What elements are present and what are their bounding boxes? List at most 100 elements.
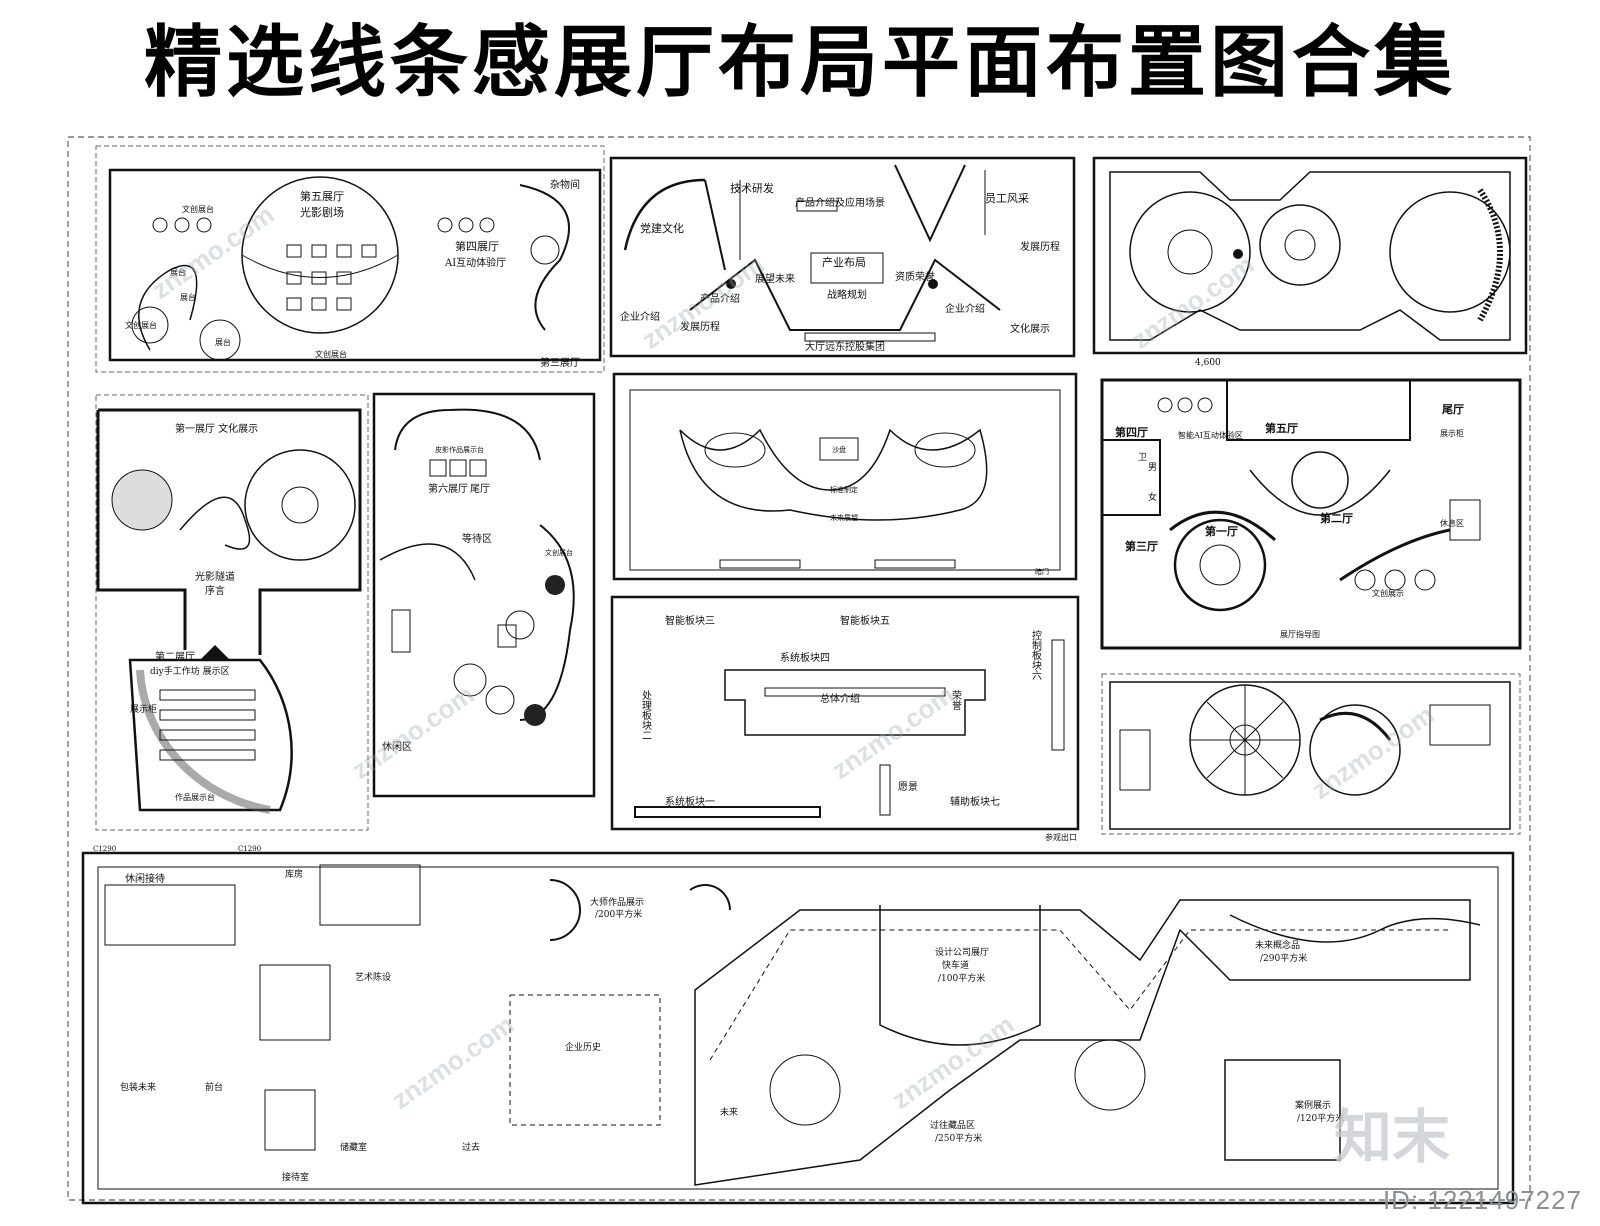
p2-label-2: 员工风采 [985, 192, 1029, 205]
p1-label-11: 文创展台 [182, 204, 214, 214]
p1-label-5: 第三展厅 [540, 356, 580, 369]
p10-label-14: 未来 [720, 1106, 738, 1118]
watermark-text: znzmo.com [636, 249, 769, 355]
p1-label-2: 第四展厅 [455, 239, 499, 253]
p2-label-0: 技术研发 [730, 181, 774, 195]
p8-label-10: 参观出口 [1045, 832, 1077, 842]
p8-label-0: 智能板块三 [665, 614, 715, 627]
p10-label-10: 过去 [462, 1141, 480, 1153]
p10-label-5: 储藏室 [340, 1141, 367, 1153]
p1-label-10: 展台 [180, 292, 196, 302]
p8-label-6: 荣誉 [950, 690, 962, 710]
p2-label-8: 发展历程 [1020, 240, 1060, 253]
plan-panel-5: 第六展厅 尾厅 等待区 休闲区 皮影作品展示台 文创展台 [372, 392, 596, 798]
p4-label-6: 作品展示台 [175, 792, 215, 802]
watermark-text: znzmo.com [886, 1009, 1019, 1115]
p7-label-12: 卫 [1138, 453, 1147, 463]
p10-label-0: 休闲接待 [125, 872, 165, 885]
p10-label-9: 企业历史 [565, 1041, 601, 1053]
p10-label-16: /250平方米 [935, 1132, 982, 1144]
p4-label-4: diy手工作坊 展示区 [150, 665, 230, 677]
brand-logo: 知末 [1333, 1103, 1450, 1171]
plan-panel-6: 沙盘 标准制定 未来展望 暗门 [612, 372, 1078, 581]
p7-label-5: 第二厅 [1320, 511, 1353, 525]
p6-label-0: 沙盘 [832, 445, 846, 454]
p5-label-2: 等待区 [462, 532, 492, 545]
p10-label-6: 接待室 [282, 1171, 309, 1183]
p5-label-5: 文创展台 [545, 548, 573, 557]
collection-boundary [67, 136, 1531, 1201]
p8-label-5: 控制板块六 [1030, 629, 1042, 680]
p4-label-2: 序言 [205, 584, 225, 597]
watermark-text: znzmo.com [386, 1009, 519, 1115]
p10-label-4: 前台 [205, 1081, 223, 1093]
p7-label-9: 文创展示 [1372, 588, 1404, 598]
p10-label-3: 包装未来 [120, 1081, 156, 1093]
p7-label-2: 尾厅 [1441, 403, 1464, 416]
p2-label-6: 展望未来 [755, 272, 795, 285]
p7-label-13: 展厅指导图 [1280, 629, 1320, 639]
p7-label-7: 第三厅 [1125, 539, 1158, 553]
p1-label-8: 文创展台 [125, 320, 157, 330]
p10-label-20: /120平方米 [1297, 1112, 1344, 1124]
p7-label-3: 智能AI互动体验区 [1178, 430, 1243, 440]
p10-label-22: C1290 [238, 845, 261, 853]
p6-label-1: 标准制定 [830, 485, 858, 494]
p10-label-21: C1290 [93, 845, 116, 853]
p7-label-10: 男 [1148, 462, 1157, 473]
p6-label-2: 未来展望 [830, 513, 858, 522]
plan-panel-7: 第五厅 第四厅 尾厅 智能AI互动体验区 展示柜 第二厅 第一厅 第三厅 休息区… [1100, 378, 1522, 650]
watermark-text: znzmo.com [346, 679, 479, 785]
p2-label-14: 大厅远东控股集团 [805, 340, 885, 353]
p1-label-4: 杂物间 [550, 178, 580, 191]
plan-panel-8: 智能板块三 智能板块五 系统板块四 总体介绍 处理板块二 控制板块六 荣誉 愿景… [610, 595, 1080, 842]
p1-label-3: AI互动体验厅 [444, 256, 506, 269]
p2-label-10: 企业介绍 [945, 302, 985, 315]
p2-label-13: 文化展示 [1010, 322, 1050, 335]
p5-label-0: 第六展厅 [428, 482, 468, 495]
p1-label-1: 光影剧场 [300, 205, 344, 219]
p1-label-9: 文创展台 [315, 349, 347, 359]
p10-label-12: 快车道 [942, 959, 969, 971]
p2-label-4: 产业布局 [822, 255, 866, 269]
p7-label-0: 第五厅 [1265, 421, 1298, 435]
p10-label-1: 库房 [285, 868, 303, 880]
p5-label-4: 皮影作品展示台 [435, 445, 484, 454]
plan-panel-4: 第一展厅 文化展示 光影隧道 序言 第二展厅 diy手工作坊 展示区 展示柜 作… [95, 394, 369, 831]
p7-label-6: 第一厅 [1205, 524, 1238, 538]
plan-panel-9 [1101, 673, 1521, 835]
plan-panel-10: 休闲接待 库房 艺术陈设 包装未来 前台 储藏室 接待室 大师作品展示 /200… [81, 845, 1515, 1205]
p1-label-7: 展台 [215, 337, 231, 347]
p2-label-9: 产品介绍 [700, 292, 740, 305]
p10-label-11: 设计公司展厅 [935, 946, 989, 958]
p10-label-18: /290平方米 [1260, 952, 1307, 964]
p6-label-3: 暗门 [1035, 567, 1049, 576]
p3-label-0: 4,600 [1195, 358, 1221, 368]
p1-label-0: 第五展厅 [300, 189, 344, 203]
p10-label-13: /100平方米 [938, 972, 985, 984]
p8-label-4: 处理板块二 [640, 690, 652, 740]
p10-label-7: 大师作品展示 [590, 896, 644, 908]
p2-label-5: 战略规划 [827, 288, 867, 301]
p2-label-1: 产品介绍及应用场景 [795, 196, 885, 209]
p10-label-15: 过往藏品区 [930, 1119, 975, 1131]
p10-label-17: 未来概念品 [1255, 939, 1300, 951]
p5-label-3: 休闲区 [382, 740, 412, 753]
p5-label-1: 尾厅 [470, 483, 490, 495]
image-id: ID: 1221497227 [1382, 1185, 1582, 1215]
p4-label-0: 第一展厅 文化展示 [175, 422, 258, 435]
p2-label-7: 资质荣誉 [895, 270, 935, 283]
watermark-text: znzmo.com [1126, 249, 1259, 355]
p4-label-1: 光影隧道 [195, 570, 235, 583]
p8-label-9: 辅助板块七 [950, 795, 1000, 808]
p10-label-19: 案例展示 [1295, 1099, 1331, 1111]
p4-label-3: 第二展厅 [155, 650, 195, 663]
plan-panel-1: 第五展厅 光影剧场 第四展厅 AI互动体验厅 杂物间 第三展厅 展台 展台 文创… [95, 145, 605, 373]
p8-label-8: 系统板块一 [665, 795, 715, 808]
p8-label-2: 系统板块四 [780, 651, 830, 664]
plan-panel-3: 4,600 [1092, 156, 1528, 368]
p10-label-8: /200平方米 [595, 908, 642, 920]
p8-label-1: 智能板块五 [840, 614, 890, 627]
watermark-text: znzmo.com [146, 199, 279, 305]
